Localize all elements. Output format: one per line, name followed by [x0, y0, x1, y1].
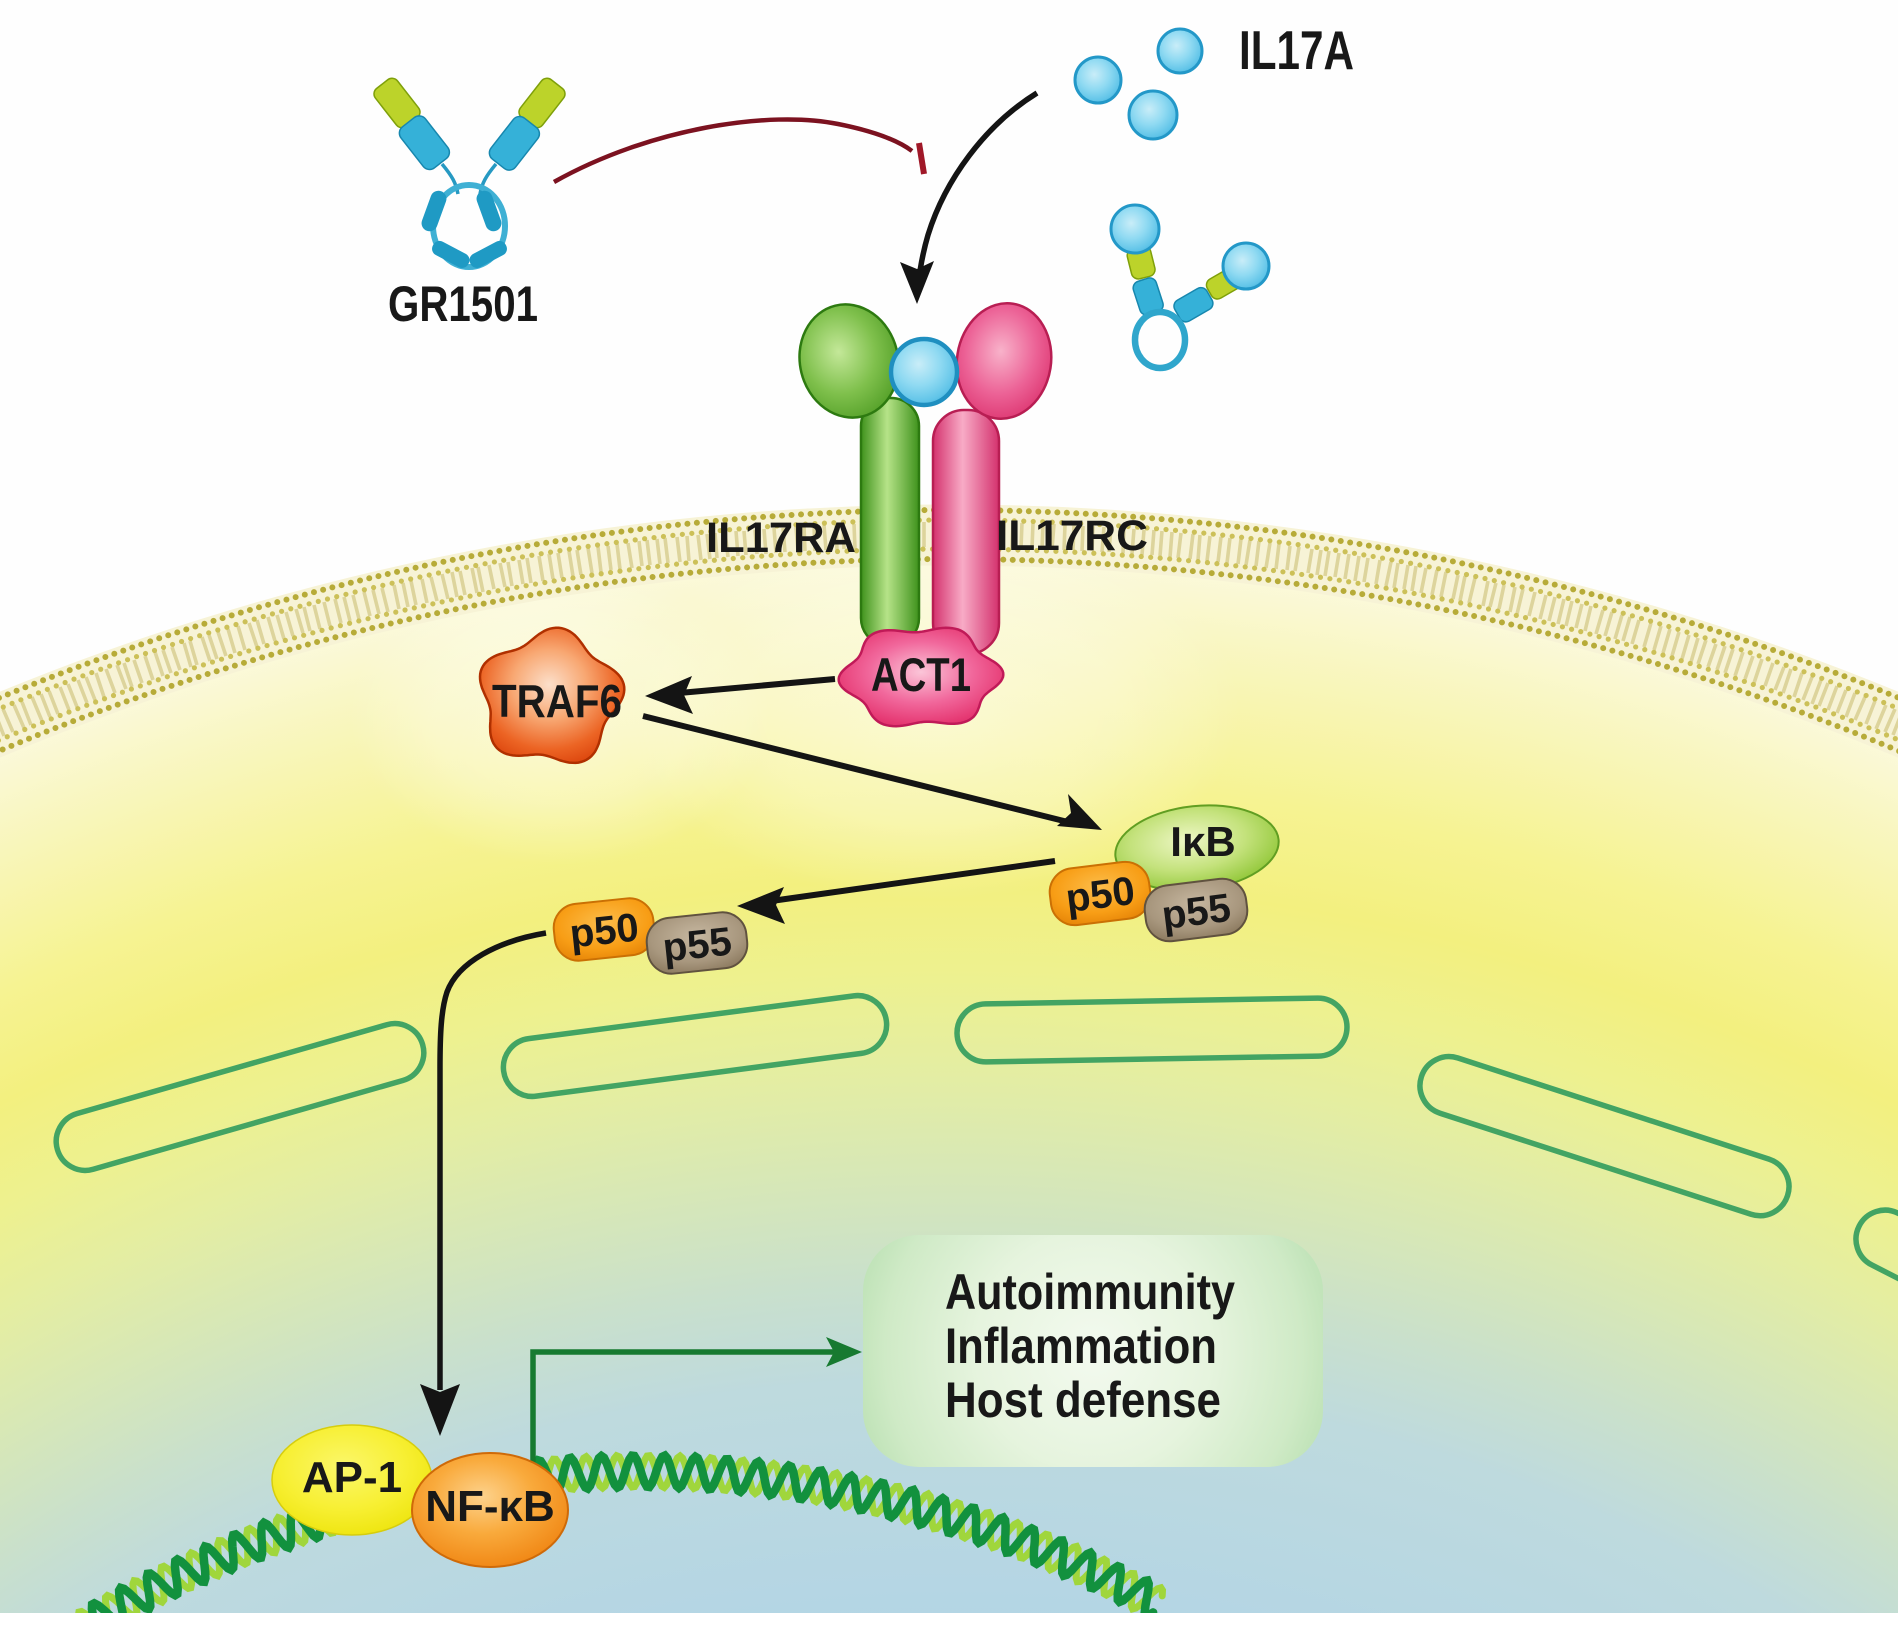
svg-text:NF-κB: NF-κB: [425, 1482, 555, 1531]
svg-text:ACT1: ACT1: [871, 648, 971, 701]
svg-text:Host defense: Host defense: [945, 1372, 1221, 1428]
svg-text:IκB: IκB: [1170, 818, 1235, 865]
svg-text:IL17RC: IL17RC: [996, 512, 1148, 560]
svg-text:TRAF6: TRAF6: [492, 675, 622, 727]
svg-text:Autoimmunity: Autoimmunity: [945, 1264, 1235, 1320]
svg-text:p55: p55: [1159, 886, 1233, 938]
svg-text:Inflammation: Inflammation: [945, 1318, 1217, 1374]
svg-text:AP-1: AP-1: [302, 1453, 402, 1502]
svg-text:p50: p50: [568, 906, 641, 957]
svg-text:p50: p50: [1063, 869, 1137, 921]
svg-text:GR1501: GR1501: [388, 276, 538, 332]
svg-text:IL17A: IL17A: [1239, 19, 1354, 81]
svg-text:p55: p55: [661, 920, 734, 971]
svg-text:IL17RA: IL17RA: [706, 514, 856, 562]
